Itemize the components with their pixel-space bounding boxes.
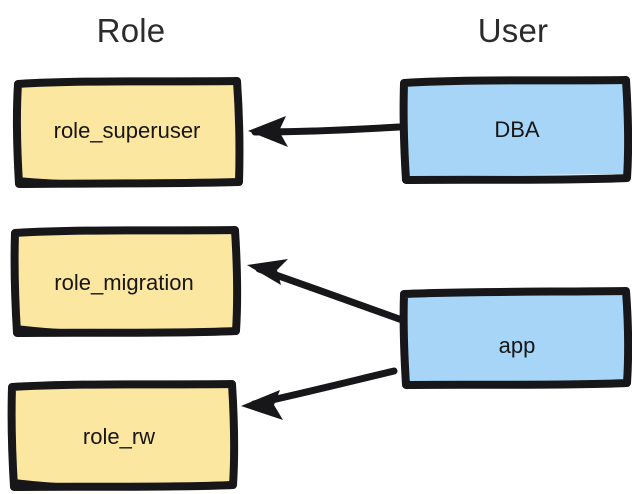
edge-app-to-role_migration-line — [255, 265, 406, 324]
node-app[interactable] — [399, 287, 632, 389]
column-header-user: User — [477, 12, 549, 49]
edge-dba-to-role_superuser-arrowhead — [248, 116, 288, 147]
edge-dba-to-role_superuser[interactable] — [248, 116, 403, 147]
edge-app-to-role_rw-arrowhead — [241, 390, 283, 420]
edge-app-to-role_migration[interactable] — [247, 259, 406, 324]
node-role_migration-outline — [10, 226, 242, 337]
node-role_migration[interactable] — [10, 226, 242, 337]
node-role_superuser-outline-accent — [20, 177, 238, 187]
node-role_superuser-outline — [12, 77, 244, 188]
node-role_rw[interactable] — [7, 380, 239, 491]
node-role_superuser[interactable] — [12, 77, 244, 188]
node-role_rw-fill — [14, 386, 233, 485]
column-header-role: Role — [96, 12, 166, 49]
node-dba-outline — [399, 76, 632, 184]
edge-app-to-role_rw[interactable] — [241, 367, 398, 420]
node-role_migration-fill — [17, 232, 236, 331]
node-app-fill — [406, 292, 626, 382]
node-role_migration-outline-accent — [17, 325, 236, 337]
node-app-outline — [399, 287, 632, 389]
edge-app-to-role_migration-arrowhead — [247, 259, 288, 285]
node-dba[interactable] — [399, 76, 632, 184]
node-role_rw-outline — [7, 380, 239, 491]
node-role_rw-outline-accent — [15, 479, 233, 491]
node-role_superuser-fill — [20, 82, 238, 182]
node-dba-fill — [406, 81, 626, 176]
